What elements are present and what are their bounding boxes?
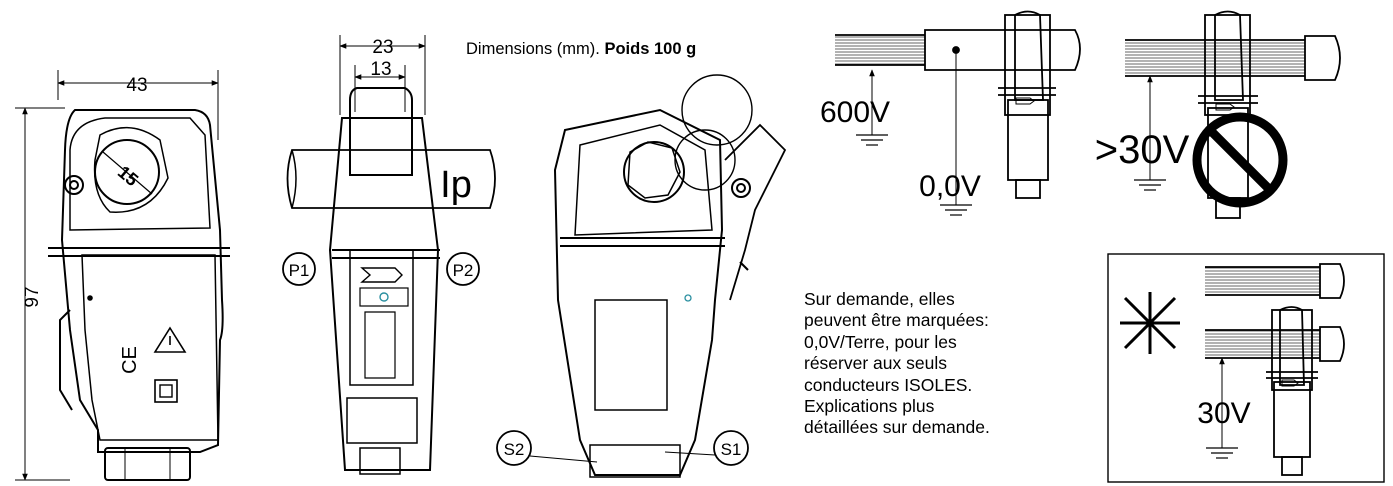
dimensions-label: Dimensions (mm). (466, 40, 600, 58)
note-line: conducteurs ISOLES. (804, 374, 973, 395)
open-view (496, 74, 787, 478)
weight-label: Poids 100 g (604, 40, 697, 58)
note-line: réserver aux seuls (804, 353, 947, 374)
terminal-p2: P2 (453, 261, 474, 280)
terminal-s2: S2 (504, 440, 525, 459)
note-line: Sur demande, elles (804, 289, 955, 309)
dimension-height-97: 97 (22, 286, 43, 307)
header-caption: Dimensions (mm). Poids 100 g (466, 40, 696, 59)
note-line: 0,0V/Terre, pour les (804, 331, 957, 352)
note-line: peuvent être marquées: (804, 310, 989, 331)
note-line: Explications plus (804, 396, 935, 417)
voltage-gt30v: >30V (1095, 128, 1190, 172)
bare-cable-prohibited-diagram (1125, 10, 1341, 219)
voltage-0v: 0,0V (919, 170, 981, 203)
spark-icon (1120, 292, 1180, 354)
dimension-jaw-15: 15 (114, 162, 142, 190)
front-view (15, 70, 230, 481)
voltage-30v: 30V (1197, 397, 1250, 430)
dimension-width-13: 13 (370, 59, 391, 80)
prohibited-icon (1192, 112, 1288, 208)
ce-mark: CE (119, 346, 141, 374)
dimension-width-43: 43 (126, 75, 147, 96)
terminal-s1: S1 (721, 440, 742, 459)
terminal-p1: P1 (289, 261, 310, 280)
side-view (282, 35, 496, 475)
current-label-ip: Ip (440, 164, 472, 206)
marking-note: Sur demande, elles peuvent être marquées… (804, 289, 1044, 439)
insulated-cable-diagram (835, 10, 1081, 216)
note-line: détaillées sur demande. (804, 417, 990, 438)
arc-warning-diagram (1107, 253, 1385, 483)
voltage-600v: 600V (820, 96, 890, 129)
dimension-width-23: 23 (372, 37, 393, 58)
